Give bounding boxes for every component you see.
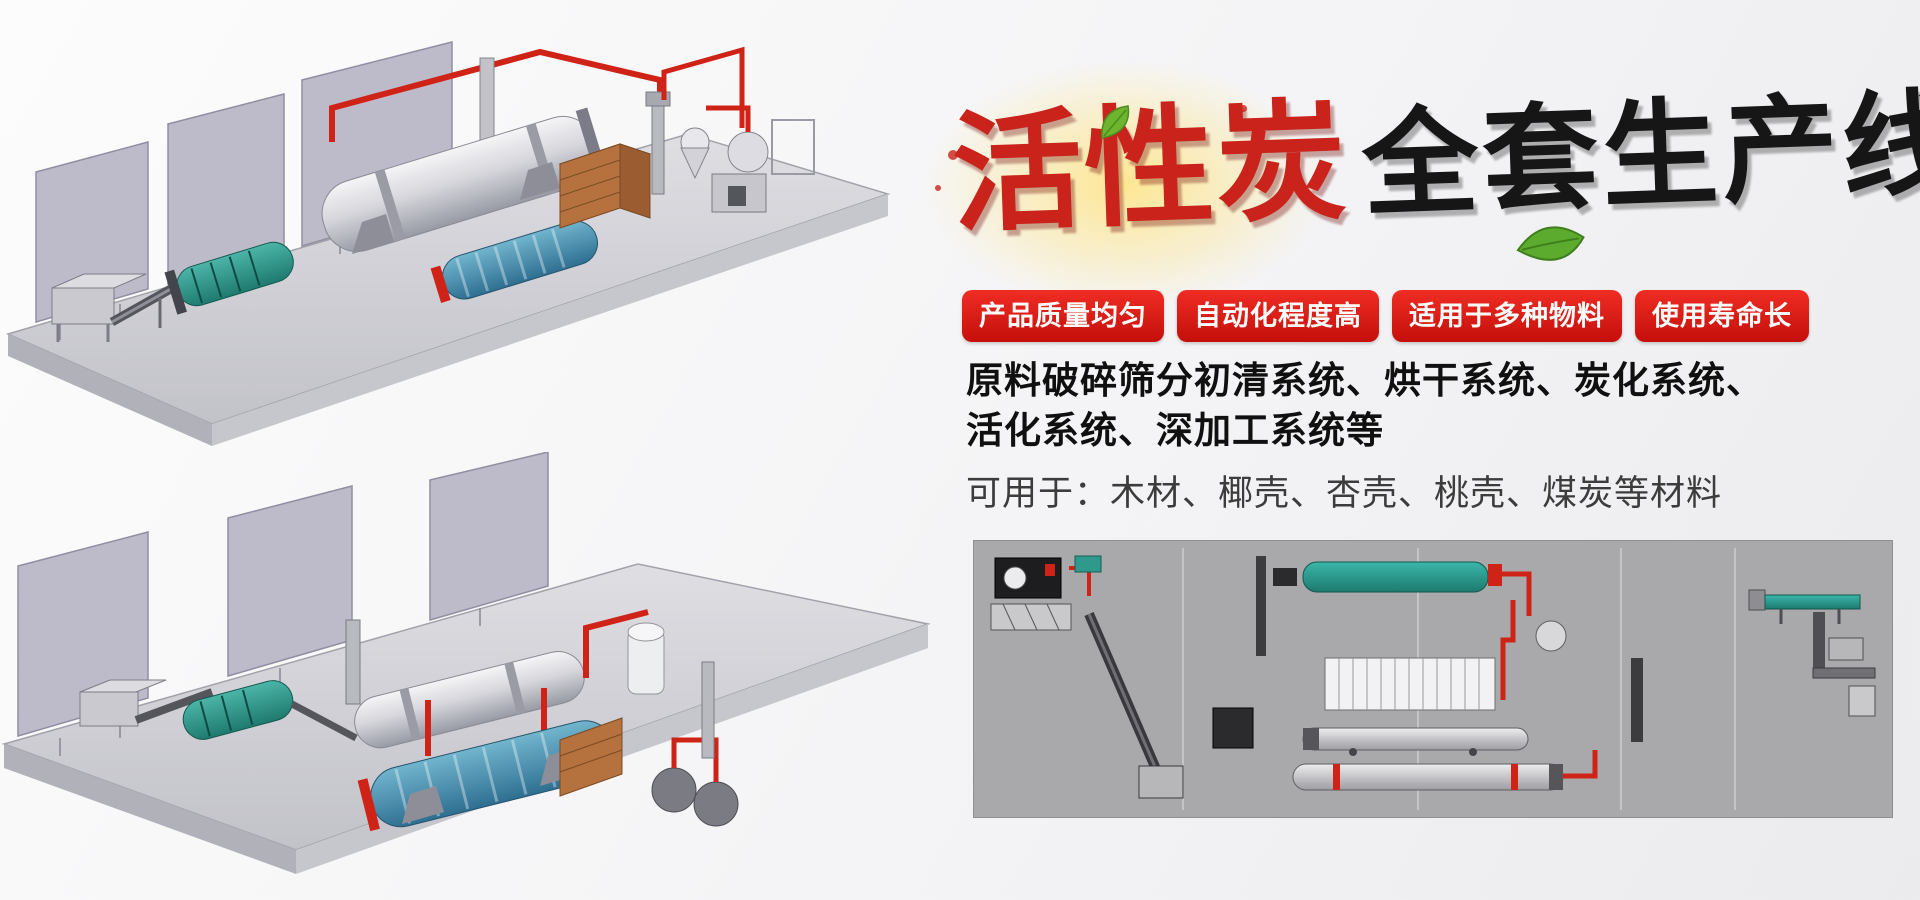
packing-section	[1748, 589, 1876, 717]
system-description: 原料破碎筛分初清系统、烘干系统、炭化系统、 活化系统、深加工系统等	[966, 356, 1764, 457]
schematic-dryer	[1256, 556, 1532, 656]
schematic-elevator	[1631, 658, 1643, 742]
red-pipework	[661, 46, 745, 128]
plant-layout-schematic	[973, 540, 1893, 818]
badge-quality: 产品质量均匀	[962, 290, 1164, 342]
hero-title: 活性炭全套生产线	[950, 74, 1920, 250]
wall-panels	[17, 452, 549, 756]
crusher-unit	[990, 555, 1102, 631]
brick-wall	[559, 717, 623, 797]
materials-line: 可用于：木材、椰壳、杏壳、桃壳、煤炭等材料	[966, 474, 1723, 513]
production-line-render-bottom	[1, 452, 931, 874]
badge-lifespan: 使用寿命长	[1635, 290, 1809, 342]
description-line-1: 原料破碎筛分初清系统、烘干系统、炭化系统、	[966, 360, 1764, 401]
drum-support	[402, 786, 444, 824]
hero-title-black: 全套生产线	[1359, 76, 1920, 234]
badge-automation: 自动化程度高	[1177, 290, 1379, 342]
storage-vessels	[651, 661, 739, 827]
incline-conveyor	[134, 688, 214, 724]
screen-drum	[164, 241, 294, 315]
red-pipework	[329, 48, 663, 142]
brick-furnace	[558, 143, 652, 229]
feature-badges: 产品质量均匀 自动化程度高 适用于多种物料 使用寿命长	[962, 290, 1809, 342]
ink-splash-dot	[948, 150, 958, 160]
activation-cylinder	[1292, 750, 1598, 791]
transfer-conveyor	[290, 700, 358, 742]
leaf-icon	[1516, 226, 1585, 261]
small-kiln	[711, 173, 767, 213]
dryer-support	[520, 162, 560, 200]
badge-materials: 适用于多种物料	[1392, 290, 1622, 342]
heat-exchanger	[1324, 600, 1567, 711]
hero-title-red: 活性炭	[949, 83, 1351, 251]
diagonal-conveyor	[1084, 612, 1184, 799]
dryer-support	[352, 214, 394, 254]
carbonizer-cylinder	[1302, 727, 1529, 756]
screen-drum	[182, 680, 294, 740]
control-box	[1212, 707, 1254, 749]
ink-splash-dot	[1240, 105, 1247, 112]
cyclone-separator	[680, 127, 710, 180]
steel-frame	[771, 119, 815, 175]
round-tank	[706, 105, 769, 173]
cooling-drum	[430, 220, 598, 303]
feed-hopper	[51, 273, 147, 342]
silo	[627, 622, 665, 695]
bucket-elevator	[345, 619, 361, 705]
ink-splash-dot	[935, 185, 941, 191]
feed-hopper	[79, 679, 167, 727]
description-line-2: 活化系统、深加工系统等	[966, 410, 1384, 452]
leaf-icon	[1101, 105, 1130, 139]
production-line-render-top	[5, 41, 891, 446]
